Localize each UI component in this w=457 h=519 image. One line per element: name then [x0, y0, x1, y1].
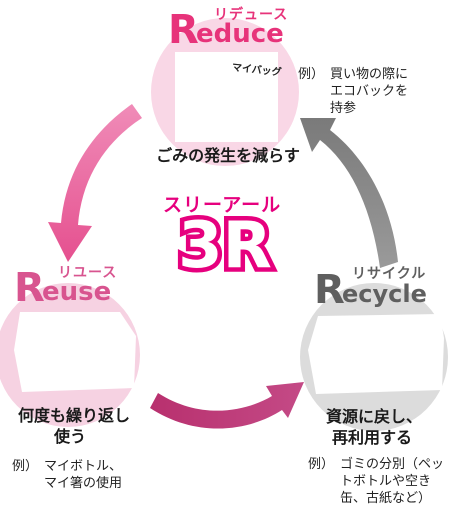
- arrow-reduce-to-reuse: [48, 104, 142, 262]
- reuse-word-rest: euse: [42, 277, 112, 307]
- reduce-kana: リデュース: [214, 7, 289, 23]
- center-3r-logo: 3R: [174, 205, 277, 288]
- reuse-example-prefix: 例）: [12, 459, 39, 474]
- recycle-photo: [308, 314, 444, 394]
- center-kana: スリーアール: [163, 194, 282, 216]
- recycle-main-line: 再利用する: [332, 428, 413, 447]
- reduce-photo: [175, 52, 278, 142]
- recycle-word-rest: ecycle: [342, 280, 427, 308]
- reduce-example-line: エコバックを: [330, 84, 409, 99]
- reduce-example-line: 持参: [330, 101, 357, 116]
- reuse-example-line: マイ箸の使用: [44, 476, 123, 491]
- arrow-recycle-to-reduce: [300, 118, 398, 268]
- arrow-reuse-to-recycle: [150, 382, 304, 429]
- reuse-main-line: 使う: [54, 427, 87, 446]
- reuse-initial: R: [14, 265, 45, 311]
- recycle-kana: リサイクル: [352, 266, 427, 282]
- recycle-example-line: 缶、古紙など）: [340, 491, 432, 506]
- reduce-example-prefix: 例）: [298, 67, 325, 82]
- reduce-example-line: 買い物の際に: [330, 67, 409, 82]
- recycle-initial: R: [314, 267, 345, 313]
- reuse-photo: [14, 312, 136, 392]
- reuse-kana: リユース: [58, 265, 118, 281]
- reduce-main-label: ごみの発生を減らす: [156, 146, 300, 165]
- reuse-main-line: 何度も繰り返し: [18, 406, 131, 425]
- recycle-main-line: 資源に戻し、: [326, 407, 423, 426]
- reduce-word-rest: educe: [196, 19, 284, 49]
- recycle-example-prefix: 例）: [308, 457, 335, 472]
- reduce-initial: R: [168, 7, 199, 53]
- recycle-example-line: トボトルや空き: [340, 474, 432, 489]
- recycle-example-line: ゴミの分別（ペッ: [340, 457, 445, 472]
- reuse-example-line: マイボトル、: [44, 459, 123, 474]
